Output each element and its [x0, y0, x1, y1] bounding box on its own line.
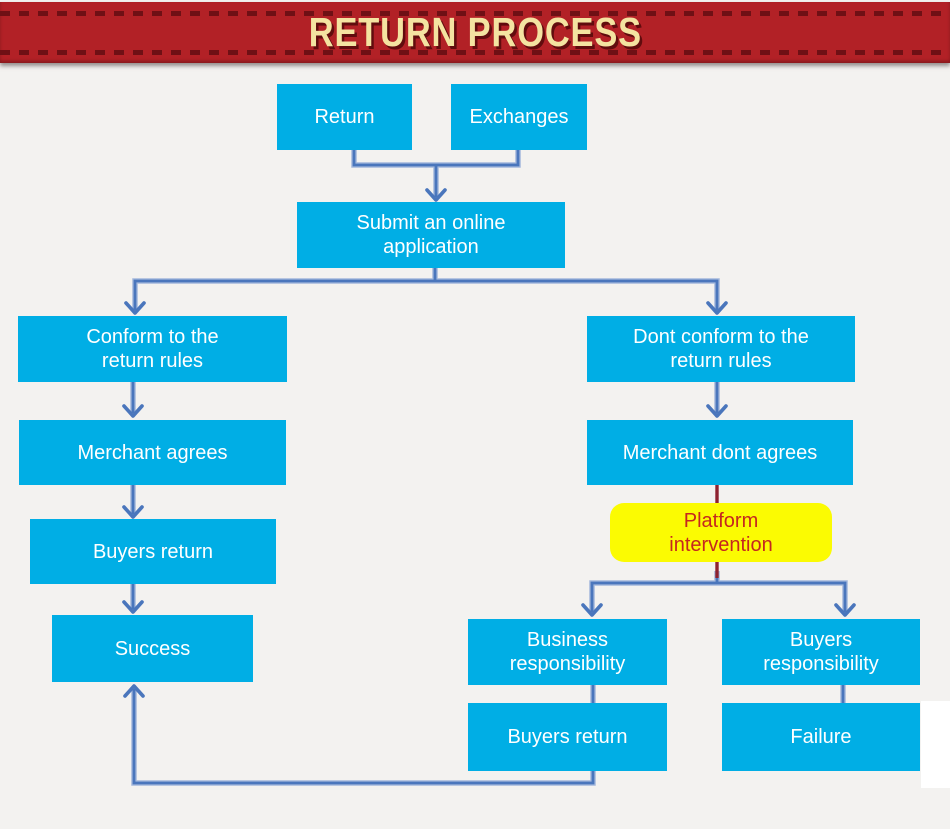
node-buyers-responsibility: Buyers responsibility: [722, 619, 920, 685]
node-submit-application: Submit an online application: [297, 202, 565, 268]
header-ribbon: RETURN PROCESS: [0, 2, 950, 63]
white-patch: [921, 701, 950, 788]
node-buyers-return-left: Buyers return: [30, 519, 276, 584]
page-title: RETURN PROCESS: [308, 9, 642, 55]
node-exchanges: Exchanges: [451, 84, 587, 150]
node-business-responsibility: Business responsibility: [468, 619, 667, 685]
node-conform-rules: Conform to the return rules: [18, 316, 287, 382]
node-success: Success: [52, 615, 253, 682]
node-return: Return: [277, 84, 412, 150]
node-failure: Failure: [722, 703, 920, 771]
node-merchant-agrees: Merchant agrees: [19, 420, 286, 485]
arrowheads: [122, 188, 856, 698]
node-merchant-dont-agrees: Merchant dont agrees: [587, 420, 853, 485]
node-buyers-return-right: Buyers return: [468, 703, 667, 771]
node-platform-intervention: Platform intervention: [610, 503, 832, 562]
node-dont-conform-rules: Dont conform to the return rules: [587, 316, 855, 382]
